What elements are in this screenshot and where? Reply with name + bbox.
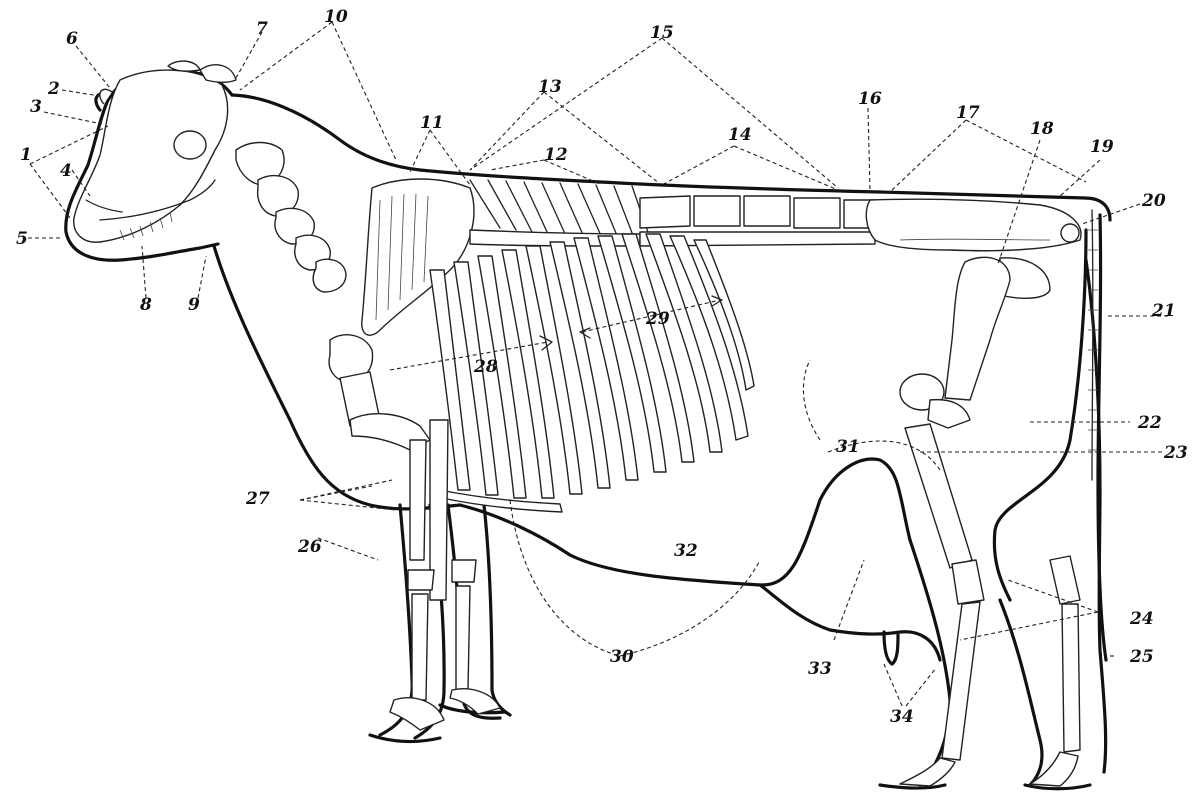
- label-23: 23: [1163, 443, 1188, 463]
- label-30: 30: [610, 647, 634, 667]
- label-27: 27: [245, 489, 270, 509]
- label-33: 33: [808, 659, 832, 679]
- cervical-vertebrae: [236, 143, 346, 293]
- spinous-processes: [470, 180, 650, 238]
- label-3: 3: [30, 97, 42, 117]
- label-18: 18: [1030, 119, 1054, 139]
- label-7: 7: [256, 19, 268, 39]
- label-32: 32: [674, 541, 698, 561]
- label-24: 24: [1129, 609, 1154, 629]
- label-9: 9: [188, 295, 200, 315]
- label-19: 19: [1090, 137, 1114, 157]
- label-26: 26: [297, 537, 322, 557]
- thoracic-spine: [362, 179, 474, 335]
- label-29: 29: [645, 309, 670, 329]
- tail-vertebrae: [1088, 210, 1098, 480]
- label-1: 1: [20, 145, 32, 165]
- label-10: 10: [324, 7, 348, 27]
- skull: [74, 61, 236, 242]
- lumbar-vertebrae: [640, 196, 875, 228]
- label-17: 17: [956, 103, 980, 123]
- label-22: 22: [1137, 413, 1162, 433]
- label-13: 13: [538, 77, 562, 97]
- hindlimb-bones: [900, 257, 1080, 786]
- label-15: 15: [650, 23, 674, 43]
- label-4: 4: [60, 161, 72, 181]
- label-12: 12: [544, 145, 568, 165]
- label-5: 5: [16, 229, 28, 249]
- label-28: 28: [473, 357, 498, 377]
- label-20: 20: [1141, 191, 1166, 211]
- label-31: 31: [836, 437, 860, 457]
- label-21: 21: [1151, 301, 1176, 321]
- label-8: 8: [139, 295, 152, 315]
- label-6: 6: [66, 29, 78, 49]
- label-25: 25: [1129, 647, 1154, 667]
- label-2: 2: [47, 79, 60, 99]
- label-11: 11: [420, 113, 444, 133]
- label-14: 14: [728, 125, 752, 145]
- label-34: 34: [890, 707, 914, 727]
- label-16: 16: [858, 89, 882, 109]
